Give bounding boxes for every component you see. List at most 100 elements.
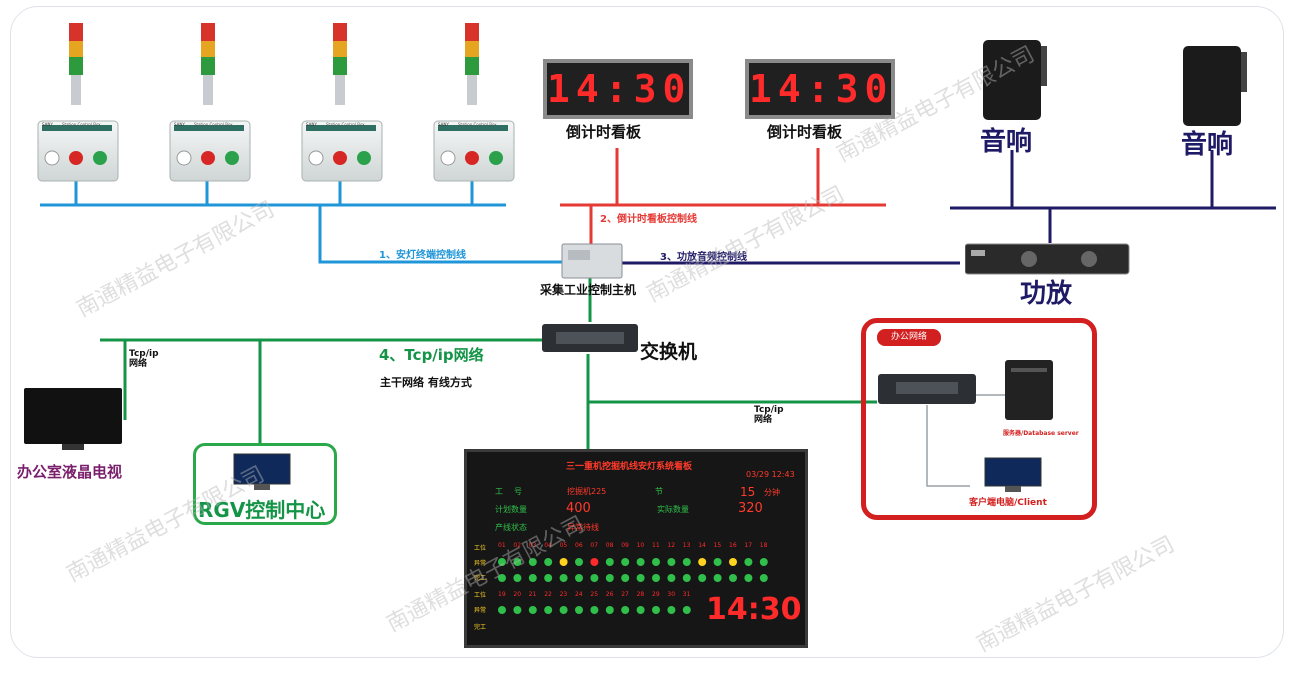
industrial-host [561, 243, 623, 279]
board-done-dot [729, 574, 737, 582]
board-station-number: 04 [544, 542, 552, 549]
board-station-number: 16 [729, 542, 737, 549]
board-abnormal-dot [636, 606, 645, 614]
board-abnormal-dot [667, 558, 676, 566]
board-station-number: 13 [683, 542, 691, 549]
board-abnormal-dot [698, 558, 707, 566]
board-countdown: 14:30 [706, 592, 802, 627]
andon-box-brand-2: SANY [174, 122, 185, 127]
board-row-label: 工位 [474, 544, 486, 552]
office-lcd-label: 办公室液晶电视 [17, 463, 123, 481]
speaker-2 [1183, 46, 1247, 126]
board-station-number: 31 [683, 591, 691, 598]
rgv-label-prefix: RGV [198, 498, 246, 522]
board-station-number: 20 [513, 591, 521, 598]
andon-terminals [37, 23, 515, 182]
board-abnormal-dot [559, 558, 568, 566]
board-done-dot [759, 574, 768, 582]
client-label: 客户端电脑/Client [969, 498, 1047, 508]
board-abnormal-dot [575, 606, 583, 614]
board-done-dot [652, 574, 660, 582]
backbone-label: 主干网络 有线方式 [380, 376, 472, 389]
board-abnormal-dot [713, 558, 722, 566]
board-abnormal-dot [652, 606, 660, 614]
andon-box-brand-4: SANY [438, 122, 449, 127]
board-done-dot [698, 574, 707, 582]
rgv-label: RGV控制中心 [198, 494, 325, 523]
andon-box-brand-1: SANY [42, 122, 53, 127]
andon-terminal-2 [169, 23, 251, 182]
board-station-number: 05 [560, 542, 568, 549]
board-label-b1: 实际数量 [657, 505, 689, 514]
server-icon [1005, 360, 1053, 420]
tcpip-right-label: Tcp/ip 网络 [754, 405, 784, 425]
board-station-number: 06 [575, 542, 583, 549]
industrial-host-label: 采集工业控制主机 [540, 283, 637, 297]
board-value-a0: 号 [514, 487, 522, 496]
board-station-number: 02 [513, 542, 521, 549]
office-network-tag: 办公网络 [877, 329, 941, 346]
andon-box-title-4: Station Control Box [458, 122, 497, 127]
andon-control-line [318, 205, 566, 264]
line4-label: 4、Tcp/ip网络 [379, 346, 484, 364]
board-abnormal-dot [605, 558, 614, 566]
speaker-label-2: 音响 [1181, 130, 1234, 160]
board-abnormal-dot [621, 558, 630, 566]
board-station-number: 12 [667, 542, 675, 549]
board-row-label: 完工 [474, 574, 486, 582]
board-title: 三一重机挖掘机线安灯系统看板 [566, 462, 693, 472]
board-done-dot [605, 574, 614, 582]
andon-box-title-1: Station Control Box [62, 122, 101, 127]
board-label-b0: 节 [655, 487, 663, 496]
rgv-label-suffix: 控制中心 [245, 498, 326, 522]
board-row-label: 异常 [474, 559, 486, 567]
countdown-board-2: 14:30 [745, 59, 895, 119]
board-abnormal-dot [590, 558, 599, 566]
board-station-number: 24 [575, 591, 583, 598]
board-abnormal-dot [590, 606, 599, 614]
board-station-number: 15 [714, 542, 722, 549]
board-station-number: 11 [652, 542, 660, 549]
board-abnormal-dot [513, 558, 522, 566]
tcpip-left-label: Tcp/ip 网络 [129, 349, 159, 369]
board-abnormal-dot [667, 606, 676, 614]
board-done-dot [682, 574, 691, 582]
board-abnormal-dot [682, 606, 691, 614]
board-station-number: 01 [498, 542, 506, 549]
board-unit-b0: 分钟 [764, 488, 780, 497]
board-abnormal-dot [544, 558, 553, 566]
board-row-label: 异常 [474, 606, 486, 614]
rgv-control-center [193, 443, 337, 525]
andon-box-title-2: Station Control Box [194, 122, 233, 127]
board-station-number: 10 [637, 542, 645, 549]
board-label-a0: 工 [495, 487, 503, 496]
board-datetime: 03/29 12:43 [746, 470, 795, 479]
board-done-dot [636, 574, 645, 582]
board-done-dot [575, 574, 583, 582]
board-done-dot [713, 574, 722, 582]
board-station-number: 18 [760, 542, 768, 549]
board-station-number: 22 [544, 591, 552, 598]
client-icon [984, 457, 1042, 492]
board-abnormal-dot [682, 558, 691, 566]
board-abnormal-dot [575, 558, 583, 566]
board-value-b0: 15 [740, 485, 756, 499]
board-abnormal: 异常待线 [567, 523, 599, 532]
office-lcd-tv [24, 388, 122, 450]
board-abnormal-dot [636, 558, 645, 566]
board-abnormal-dot [559, 606, 568, 614]
speaker-1 [983, 40, 1047, 120]
board-abnormal-dot [729, 558, 737, 566]
board-abnormal-dot [498, 558, 506, 566]
board-station-number: 07 [590, 542, 598, 549]
line3-label: 3、功放音频控制线 [660, 252, 747, 263]
board-station-number: 29 [652, 591, 660, 598]
office-network-box [861, 318, 1097, 520]
board-done-dot [621, 574, 630, 582]
board-done-dot [744, 574, 753, 582]
board-done-dot [590, 574, 599, 582]
board-abnormal-dot [744, 558, 753, 566]
board-station-number: 03 [529, 542, 537, 549]
andon-terminal-4 [433, 23, 515, 182]
